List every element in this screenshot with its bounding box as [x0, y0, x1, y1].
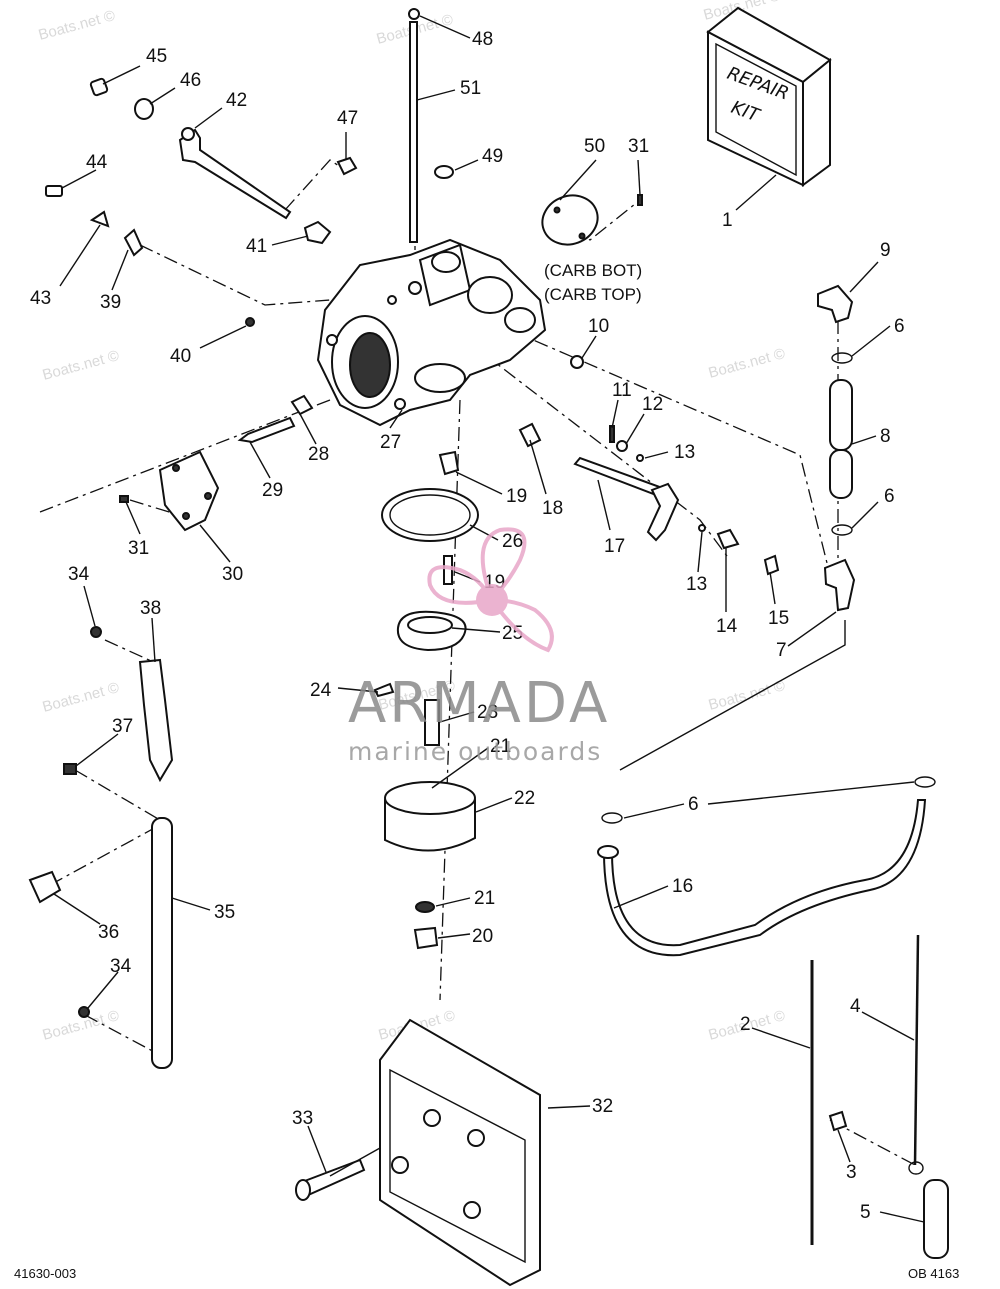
callout-6-a: 6: [894, 316, 905, 337]
callout-39: 39: [100, 292, 121, 313]
watermark-7: Boats.net ©: [41, 679, 121, 716]
callout-15: 15: [768, 608, 789, 629]
callout-8: 8: [880, 426, 891, 447]
watermark-6: Boats.net ©: [707, 345, 787, 382]
callout-23: 23: [477, 702, 498, 723]
choke-linkage-parts: [28, 626, 174, 1069]
note-carb-top: (CARB TOP): [544, 285, 642, 304]
callout-20: 20: [472, 926, 493, 947]
right-linkage-parts: [518, 355, 780, 576]
left-jet-parts: [119, 394, 314, 532]
callout-10: 10: [588, 316, 609, 337]
callout-28: 28: [308, 444, 329, 465]
callout-32: 32: [592, 1096, 613, 1117]
callout-13-b: 13: [686, 574, 707, 595]
callout-49: 49: [482, 146, 503, 167]
callout-21-a: 21: [490, 736, 511, 757]
callout-14: 14: [716, 616, 738, 637]
float-bowl-stack: [373, 450, 479, 950]
callout-34-a: 34: [68, 564, 90, 585]
bottom-parts: [295, 934, 949, 1287]
throttle-shaft-parts: [45, 77, 358, 327]
callout-31-top: 31: [628, 136, 649, 157]
callout-3: 3: [846, 1162, 857, 1183]
note-carb-bot: (CARB BOT): [544, 261, 642, 280]
callout-6-b: 6: [884, 486, 895, 507]
callout-21-b: 21: [474, 888, 495, 909]
callout-42: 42: [226, 90, 247, 111]
watermark-9: Boats.net ©: [707, 677, 787, 714]
carburetor-body: [316, 238, 547, 427]
callout-31-left: 31: [128, 538, 149, 559]
callout-47: 47: [337, 108, 358, 129]
callout-37: 37: [112, 716, 133, 737]
callout-30: 30: [222, 564, 243, 585]
callout-24: 24: [310, 680, 332, 701]
ob-number: OB 4163: [908, 1266, 959, 1281]
repair-kit-box: REPAIR KIT: [706, 6, 832, 187]
drawing-number: 41630-003: [14, 1266, 76, 1281]
callout-18: 18: [542, 498, 563, 519]
callout-12: 12: [642, 394, 663, 415]
callout-6-c: 6: [688, 794, 699, 815]
callout-34-b: 34: [110, 956, 132, 977]
leader-lines: [53, 15, 925, 1223]
callout-9: 9: [880, 240, 891, 261]
needle-and-covers: [408, 8, 643, 246]
callout-1: 1: [722, 210, 733, 231]
callout-17: 17: [604, 536, 625, 557]
callout-44: 44: [86, 152, 108, 173]
callout-5: 5: [860, 1202, 871, 1223]
callout-22: 22: [514, 788, 535, 809]
callout-40: 40: [170, 346, 191, 367]
callout-27: 27: [380, 432, 401, 453]
brand-name: ARMADA: [348, 671, 610, 736]
callout-50: 50: [584, 136, 605, 157]
callout-4: 4: [850, 996, 861, 1017]
callout-35: 35: [214, 902, 235, 923]
callout-7: 7: [776, 640, 787, 661]
callout-46: 46: [180, 70, 201, 91]
watermark-1: Boats.net ©: [37, 7, 117, 44]
callout-13-a: 13: [674, 442, 695, 463]
brand-tagline: marine outboards: [348, 737, 602, 766]
callout-51: 51: [460, 78, 481, 99]
callout-36: 36: [98, 922, 119, 943]
callout-11: 11: [612, 380, 632, 401]
watermark-4: Boats.net ©: [41, 347, 121, 384]
callout-41: 41: [246, 236, 267, 257]
callout-33: 33: [292, 1108, 313, 1129]
callout-labels: 48 51 45 46 42 47 49 50 31 44 41 43 39 4…: [30, 29, 905, 1223]
callout-16: 16: [672, 876, 693, 897]
propeller-icon: [427, 527, 554, 653]
callout-2: 2: [740, 1014, 751, 1035]
fuel-fittings: [597, 284, 936, 957]
callout-26: 26: [502, 531, 523, 552]
callout-29: 29: [262, 480, 283, 501]
callout-43: 43: [30, 288, 51, 309]
callout-48: 48: [472, 29, 493, 50]
callout-45: 45: [146, 46, 167, 67]
brand-logo: ARMADA marine outboards: [348, 527, 610, 766]
callout-38: 38: [140, 598, 161, 619]
callout-19-a: 19: [506, 486, 527, 507]
